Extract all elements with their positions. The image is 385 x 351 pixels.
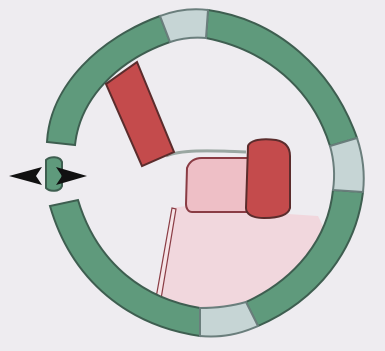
ring-segment-top-right (206, 10, 357, 146)
red-block-upper (106, 62, 174, 166)
arrowhead-pointing-left-icon (9, 167, 42, 185)
ring-junction-bottom (200, 302, 258, 337)
connector-line (166, 151, 246, 156)
red-block-right (246, 139, 290, 218)
ring-junction-right (330, 138, 364, 192)
ring-junction-top (160, 9, 208, 42)
ring-plug (46, 157, 62, 191)
